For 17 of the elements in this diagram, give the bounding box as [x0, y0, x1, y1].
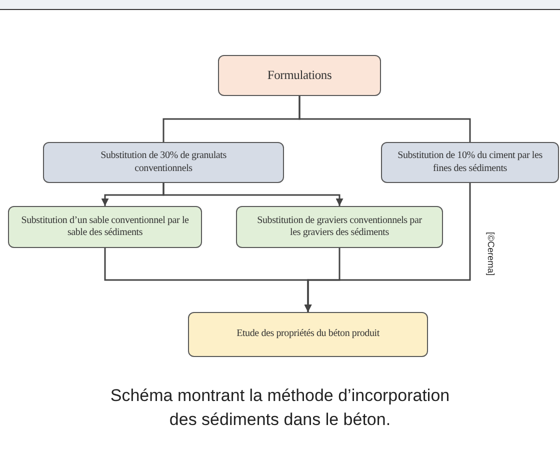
box-text: Substitution de 10% du ciment par les fines des sédiments [396, 150, 544, 175]
process-box [381, 142, 559, 183]
box-text: Substitution de 30% de granulats conventionnels [100, 150, 228, 175]
process-box [8, 206, 202, 248]
result-box [188, 312, 428, 357]
title-box [218, 55, 381, 96]
connector [162, 183, 344, 206]
connector [304, 183, 471, 312]
connector [298, 96, 471, 142]
process-box [43, 142, 284, 183]
box-text: Formulations [267, 68, 332, 84]
process-box [236, 206, 443, 248]
credit-text: [©Cerema] [486, 232, 496, 276]
box-text: Substitution d’un sable conventionnel par le sable des sédiments [21, 214, 189, 240]
box-text: Etude des propriétés du béton produit [236, 328, 380, 341]
caption: Schéma montrant la méthode d’incorporation des sédiments dans le béton. [109, 385, 451, 431]
box-text: Substitution de graviers conventionnels par les graviers des sédiments [256, 214, 423, 240]
